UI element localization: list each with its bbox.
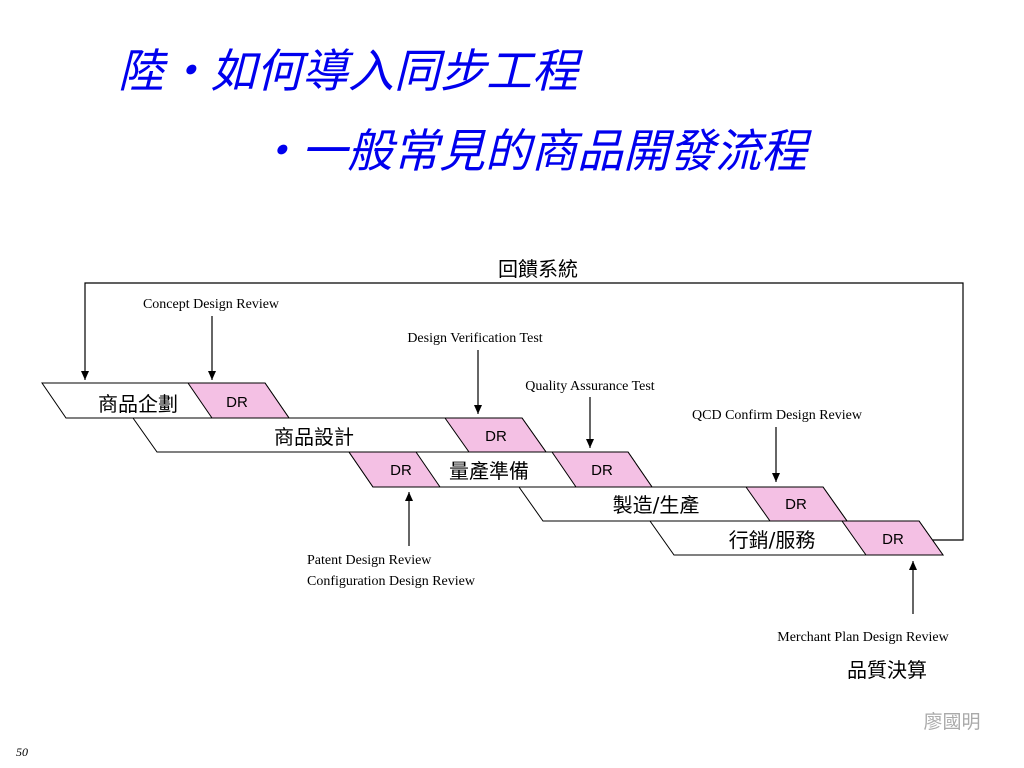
concept-review-label: Concept Design Review: [143, 297, 280, 312]
feedback-label: 回饋系統: [498, 257, 578, 281]
dr-label: DR: [785, 496, 807, 513]
dr-label: DR: [226, 394, 248, 411]
stage-label-design: 商品設計: [274, 425, 354, 449]
dr-label: DR: [882, 531, 904, 548]
slide-title: 陸‧如何導入同步工程: [118, 44, 578, 98]
stage-label-marketing: 行銷/服務: [729, 528, 816, 552]
dr-box-mass-prep-left: [348, 451, 441, 488]
author-signature: 廖國明: [923, 711, 980, 733]
quality-settlement-label: 品質決算: [847, 658, 927, 682]
merchant-review-label: Merchant Plan Design Review: [777, 630, 949, 645]
dr-label: DR: [390, 462, 412, 479]
slide-subtitle: ‧一般常見的商品開發流程: [255, 124, 807, 178]
stage-label-planning: 商品企劃: [98, 392, 178, 416]
dr-label: DR: [485, 428, 507, 445]
feedback-loop-line: [81, 282, 964, 541]
page-number: 50: [16, 745, 28, 759]
stage-label-mass-prep: 量產準備: [449, 459, 529, 483]
qa-test-label: Quality Assurance Test: [525, 379, 655, 394]
qcd-review-label: QCD Confirm Design Review: [692, 408, 863, 423]
configuration-review-label: Configuration Design Review: [307, 574, 476, 589]
dr-box-marketing: [841, 520, 944, 556]
stage-label-manufacturing: 製造/生產: [613, 493, 700, 517]
dr-label: DR: [591, 462, 613, 479]
patent-review-label: Patent Design Review: [307, 553, 432, 568]
verification-test-label: Design Verification Test: [407, 331, 542, 346]
